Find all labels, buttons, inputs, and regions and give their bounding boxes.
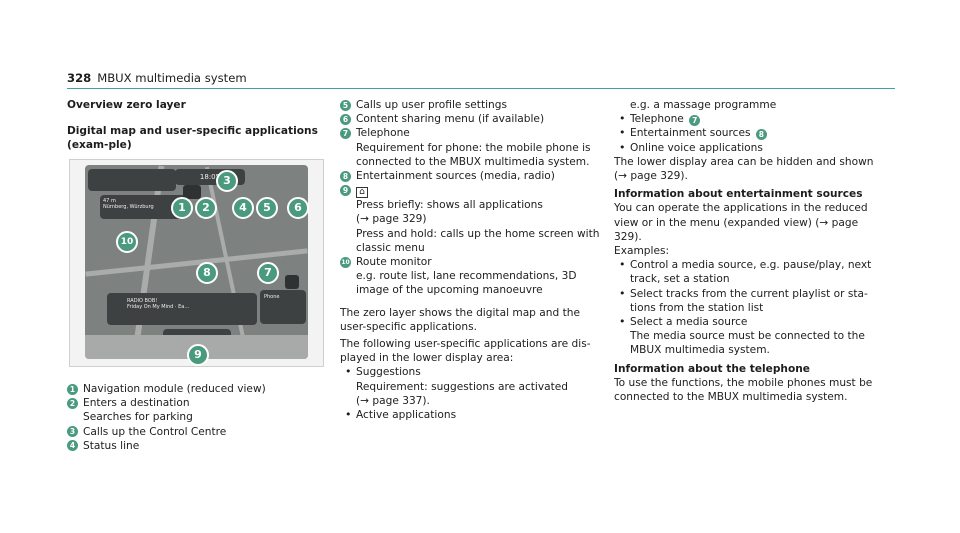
callout-7: 7: [257, 262, 279, 284]
column-3: e.g. a massage programme •Telephone 7 •E…: [614, 98, 884, 404]
badge: 7: [689, 115, 701, 127]
bullet-item: •Control a media source, e.g. pause/play…: [619, 258, 872, 286]
header-rule: [67, 88, 895, 89]
column-1: Overview zero layer Digital map and user…: [67, 98, 329, 153]
paragraph: The lower display area can be hidden and…: [614, 155, 874, 183]
map-control-button[interactable]: [285, 275, 299, 289]
callout-8: 8: [196, 262, 218, 284]
page-number: 328: [67, 71, 92, 85]
bullet-item: •Telephone 7: [614, 112, 884, 127]
search-button[interactable]: [183, 185, 201, 199]
home-icon: ⌂: [356, 187, 368, 199]
telephone-tile[interactable]: Phone: [260, 290, 306, 324]
heading-telephone: Information about the telephone: [614, 362, 810, 375]
nav-street: Nürnberg, Würzburg: [103, 204, 154, 210]
continued-text: e.g. a massage programme: [630, 99, 777, 111]
heading-entertainment: Information about entertainment sources: [614, 188, 863, 201]
bullet-item: •Entertainment sources 8: [614, 126, 884, 141]
callout-6: 6: [287, 197, 309, 219]
radio-station: RADIO BOB!: [127, 298, 158, 304]
callout-1: 1: [171, 197, 193, 219]
callout-3: 3: [216, 170, 238, 192]
song-title: Friday On My Mind · Ea…: [127, 304, 190, 310]
examples-label: Examples:: [614, 245, 670, 258]
bullet-item: •Online voice applications: [619, 140, 763, 154]
entertainment-tile[interactable]: RADIO BOB!Friday On My Mind · Ea…: [107, 293, 257, 325]
paragraph: The following user-specific applications…: [340, 338, 591, 365]
callout-10: 10: [116, 231, 138, 253]
badge: 8: [755, 129, 767, 141]
page-header: 328 MBUX multimedia system: [67, 71, 247, 85]
bullet-item: •Active applications: [345, 408, 457, 422]
paragraph: The zero layer shows the digital map and…: [340, 306, 580, 333]
callout-5: 5: [256, 197, 278, 219]
callout-9: 9: [187, 344, 209, 366]
callout-2: 2: [195, 197, 217, 219]
nav-distance: 47 m: [103, 198, 116, 204]
section-title: MBUX multimedia system: [97, 71, 247, 85]
legend-item: 9⌂Press briefly: shows all applications(…: [340, 183, 606, 255]
paragraph: You can operate the applications in the …: [614, 202, 868, 243]
top-info-tile[interactable]: [88, 169, 176, 191]
phone-label: Phone: [264, 294, 280, 300]
paragraph: To use the functions, the mobile phones …: [614, 376, 873, 404]
callout-4: 4: [232, 197, 254, 219]
bullet-item: •Select tracks from the current playlist…: [619, 286, 868, 314]
clock: 18:05: [199, 173, 221, 181]
heading-overview: Overview zero layer: [67, 99, 186, 111]
heading-digital-map: Digital map and user-specific applicatio…: [67, 125, 318, 152]
